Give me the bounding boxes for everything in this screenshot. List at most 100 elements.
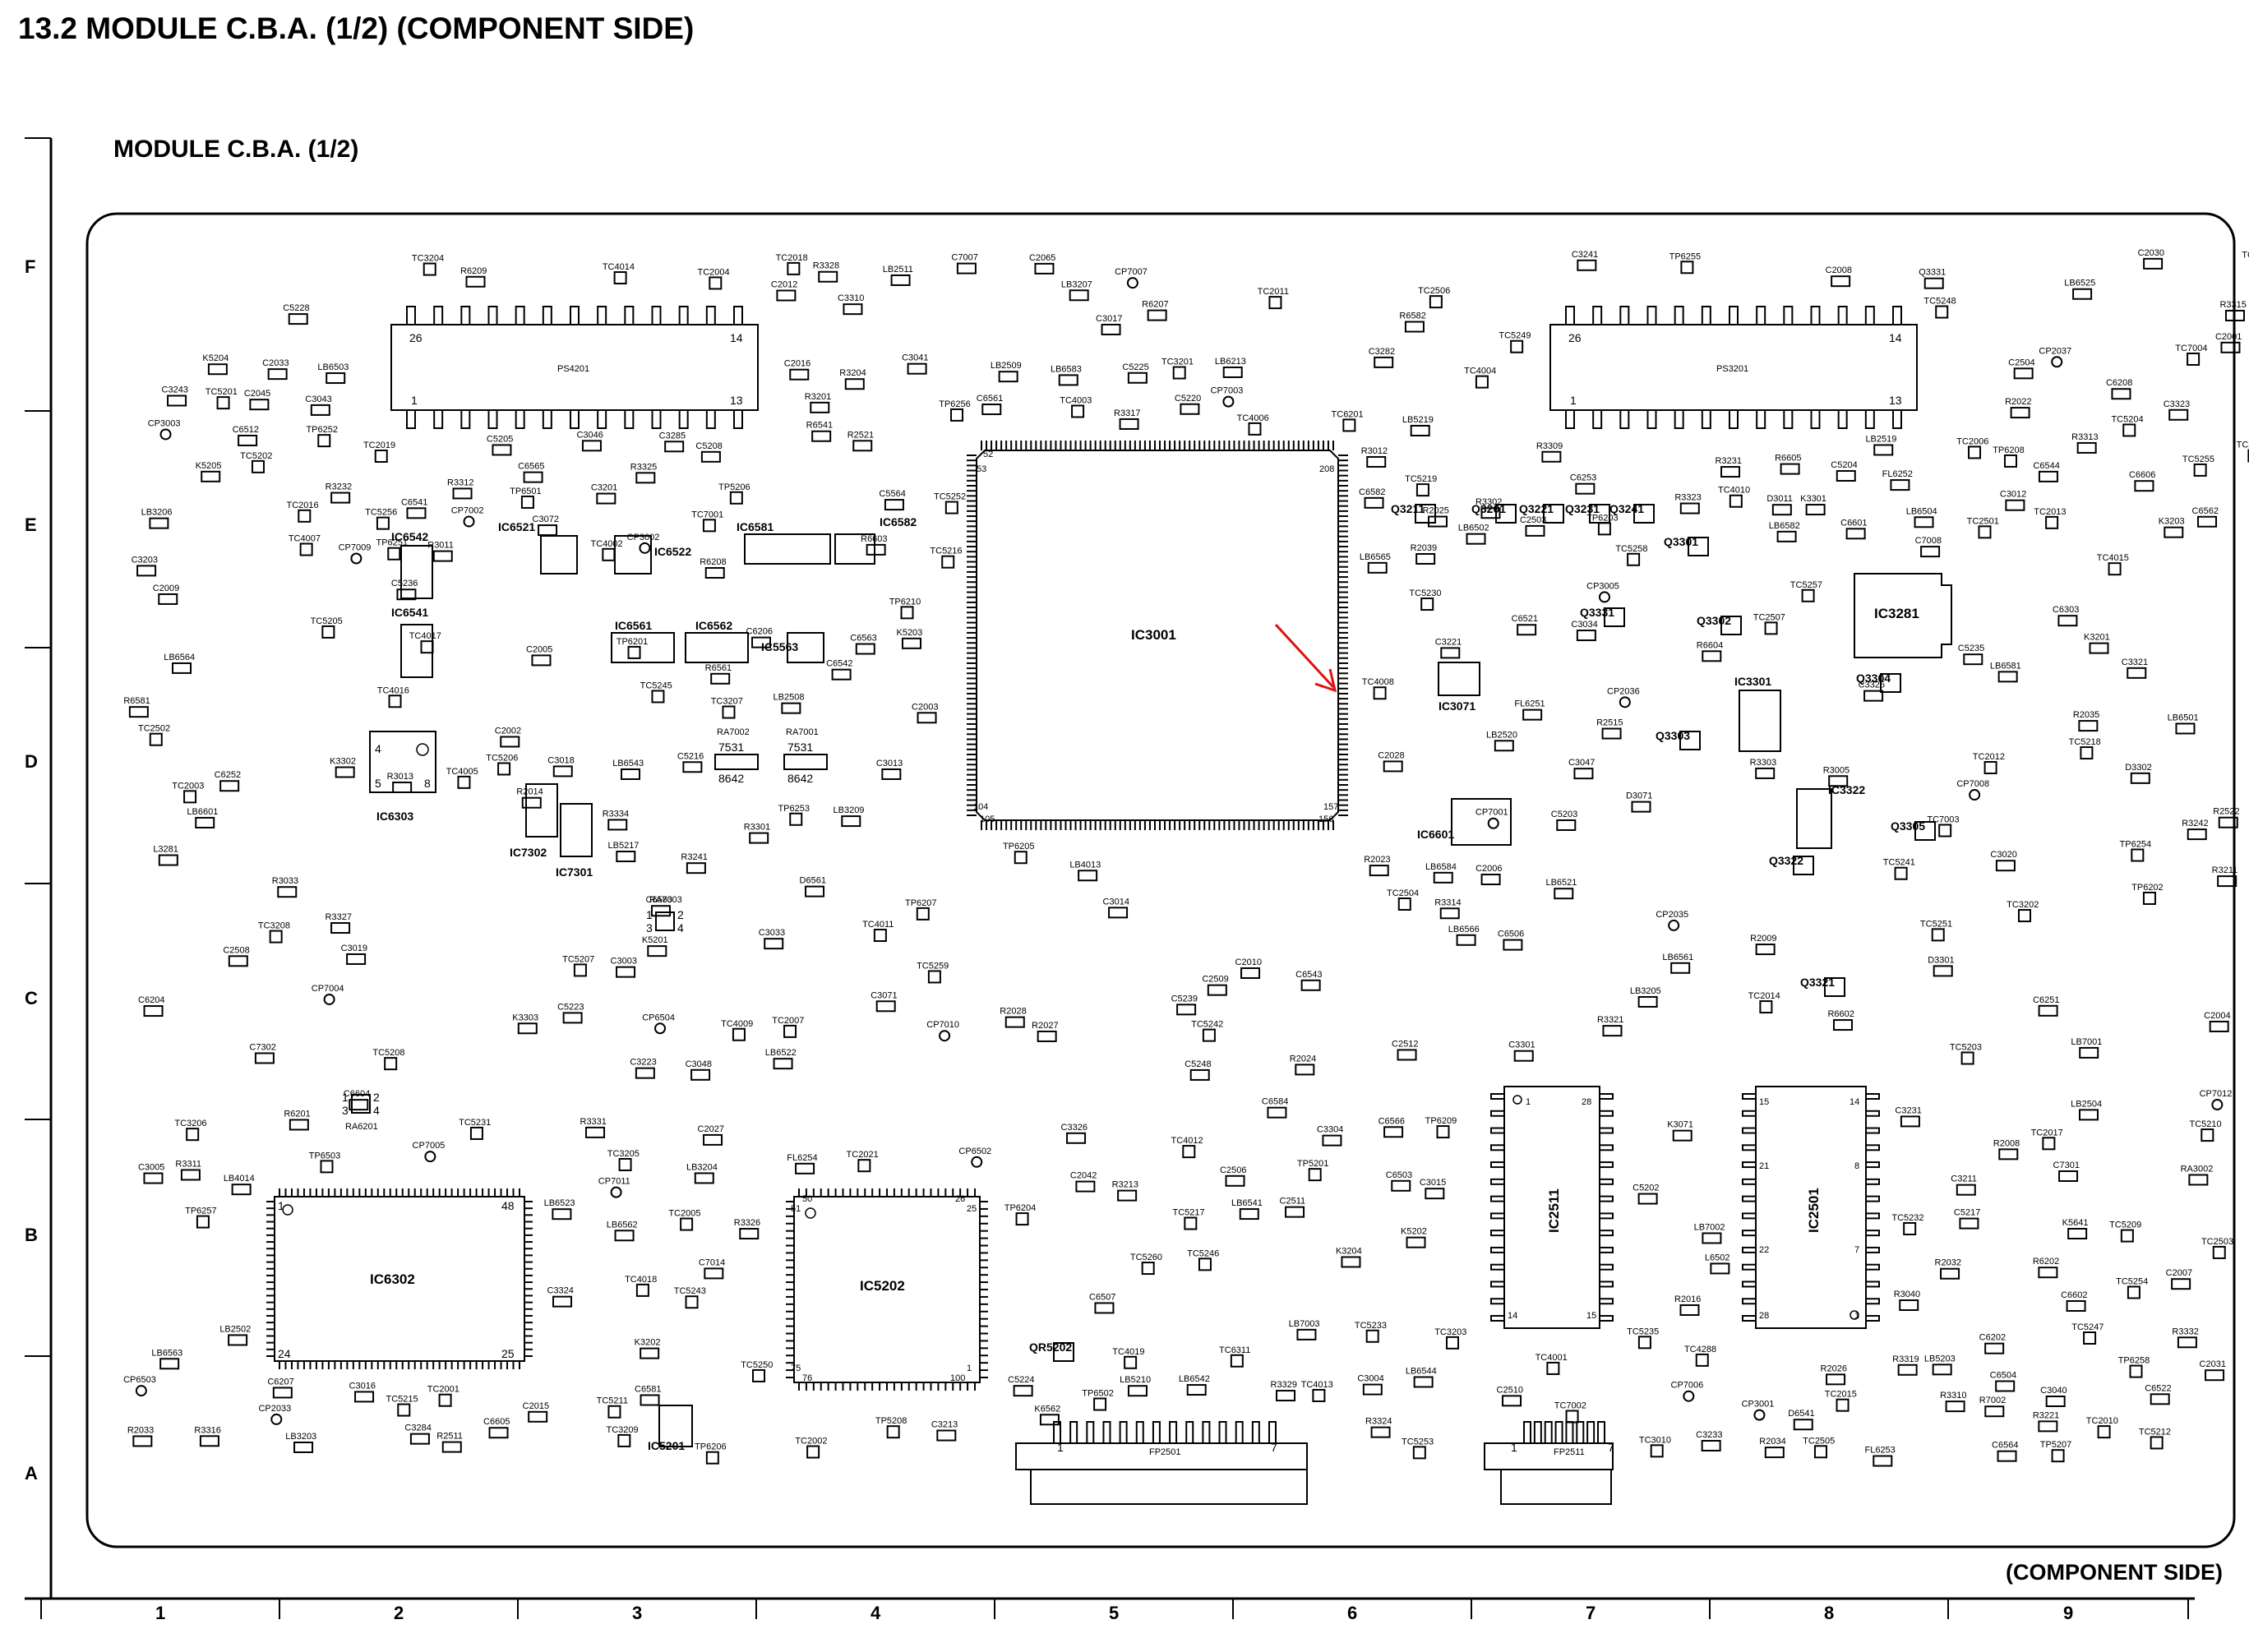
pin-numbers: 7531 [787, 741, 813, 754]
component: C6521 [1512, 614, 1538, 636]
component: R3312 [447, 478, 473, 500]
component: TC7001 [691, 510, 723, 533]
component: LB3209 [834, 805, 864, 828]
component-label: R2022 [2005, 397, 2031, 407]
component-label: TC4011 [862, 920, 894, 930]
component-label: K5202 [1401, 1227, 1427, 1237]
component: D3301 [1928, 955, 1955, 977]
component: R6207 [1142, 300, 1169, 321]
resistor-array-ra7002: RA7002 7531 8642 [714, 727, 759, 785]
component-layer: TC4006TC4007TC4008TC4009TC4012TC4013TC40… [123, 248, 2249, 1467]
component: C6606 [2129, 470, 2155, 492]
component: C3211 [1951, 1174, 1977, 1196]
component: C6563 [850, 634, 877, 655]
component-label: TC2017 [2031, 1128, 2063, 1137]
component: K3302 [330, 756, 356, 778]
component-label: R3221 [2033, 1410, 2059, 1420]
component: TP6258 [2118, 1356, 2150, 1378]
component-label: LB6501 [2168, 713, 2199, 722]
component: K5204 [202, 353, 229, 376]
component: C6566 [1378, 1116, 1405, 1138]
component: TC5241 [1883, 858, 1915, 880]
component: D6541 [1788, 1409, 1815, 1431]
component: TP6209 [1425, 1116, 1457, 1139]
component-label: C6202 [1979, 1333, 2006, 1343]
component: TC5218 [2069, 737, 2101, 760]
component: TC4288 [1684, 1345, 1716, 1367]
component: TC5245 [640, 681, 672, 704]
component: C5216 [677, 751, 704, 773]
component: R3303 [1750, 758, 1776, 779]
component-label: CP7003 [1211, 386, 1244, 396]
component-label: CP7007 [1115, 267, 1148, 277]
pin-number: 100 [950, 1373, 965, 1383]
pin-number: 51 [791, 1204, 801, 1214]
pin-number: 156 [1318, 814, 1333, 824]
component: C3243 [162, 385, 188, 407]
pin-number: 14 [730, 331, 743, 344]
component: K5205 [196, 461, 222, 482]
component: CP6503 [123, 1375, 156, 1397]
component-label: TC3010 [1639, 1435, 1671, 1445]
component-label: C6606 [2129, 470, 2155, 480]
component-label: TC4004 [1464, 367, 1496, 376]
component: K3303 [512, 1013, 538, 1035]
component-label: TC5252 [934, 492, 966, 502]
component: K3071 [1667, 1120, 1693, 1142]
component: TC3208 [258, 921, 290, 944]
component: TP6206 [695, 1442, 727, 1465]
component: TC5249 [1499, 331, 1531, 353]
component: FL6254 [787, 1153, 818, 1174]
component: TC4014 [603, 262, 635, 285]
component: TC7002 [1554, 1401, 1586, 1424]
component: TC5208 [372, 1048, 404, 1071]
component-label: C2008 [1826, 265, 1852, 275]
component-label: TC5216 [930, 547, 962, 556]
component: TP6210 [889, 597, 921, 620]
component-label: C3213 [931, 1420, 958, 1430]
pin-number: 105 [980, 814, 995, 824]
pin-number: 208 [1319, 464, 1334, 474]
component-label: R6208 [700, 557, 726, 567]
component-label: C5224 [1008, 1375, 1034, 1385]
component: TC5242 [1191, 1020, 1223, 1042]
component: TC3209 [607, 1425, 639, 1447]
component: C3284 [404, 1424, 432, 1445]
component: C2016 [784, 359, 810, 381]
component-label: TC6311 [1219, 1345, 1250, 1355]
component: LB6541 [1231, 1198, 1263, 1221]
component: R2008 [1993, 1138, 2020, 1161]
component: C6504 [1990, 1371, 2016, 1392]
component: TC3206 [174, 1119, 207, 1142]
component-label: D3302 [2125, 763, 2151, 773]
component-label: C6521 [1512, 614, 1538, 624]
component-label: C5225 [1122, 362, 1148, 372]
component-label: TC4013 [1301, 1380, 1333, 1390]
component-label: C6581 [635, 1385, 661, 1395]
component: LB6525 [2064, 279, 2095, 300]
component: R3011 [427, 541, 454, 562]
component: C3048 [686, 1059, 712, 1081]
component: LB6522 [765, 1048, 797, 1070]
transistor: Q3305 [1891, 819, 1936, 841]
component-label: K3301 [1800, 494, 1826, 504]
grid-column-label: 4 [871, 1603, 881, 1623]
component-label: LB6584 [1425, 862, 1457, 872]
component-label: C7007 [951, 253, 977, 263]
component-label: C3304 [1317, 1125, 1343, 1135]
component: C2008 [1826, 265, 1852, 288]
component: LB2519 [1865, 434, 1896, 456]
component: TC5259 [917, 961, 949, 984]
component: C6543 [1295, 970, 1323, 991]
pin-number: 15 [1759, 1097, 1769, 1107]
component: TC4018 [625, 1275, 657, 1297]
component-label: C6207 [267, 1377, 293, 1387]
component: LB6213 [1215, 357, 1246, 378]
component: C6512 [233, 425, 259, 446]
component-label: TC5215 [386, 1395, 418, 1405]
component-label: TP5208 [875, 1416, 907, 1426]
component-label: C6506 [1498, 930, 1524, 939]
pin-number: 1 [1570, 394, 1577, 407]
